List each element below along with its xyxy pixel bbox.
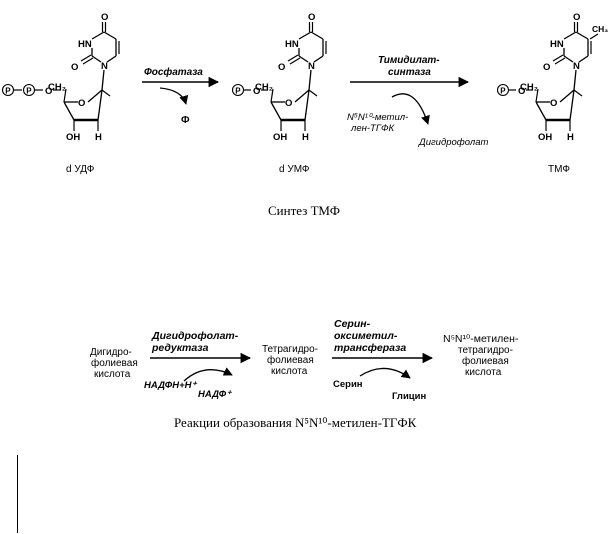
svg-text:O: O — [308, 12, 315, 23]
cofactor-nadph: НАДФН+Н⁺ — [144, 380, 197, 391]
cofactor-methylene-thfa-2: лен-ТГФК — [350, 123, 396, 134]
monophosphate-chain: P O — [231, 83, 268, 97]
svg-text:P: P — [5, 87, 11, 96]
product-phosphate: Ф — [181, 115, 190, 126]
svg-text:фолиевая: фолиевая — [462, 355, 509, 367]
enzyme-dhfr-2: редуктаза — [151, 342, 209, 354]
compound-dudp: d УДФ — [66, 164, 95, 175]
svg-text:HN: HN — [550, 39, 564, 50]
svg-text:OH: OH — [538, 132, 552, 143]
aa-serine: Серин — [333, 379, 363, 390]
svg-text:P: P — [26, 87, 32, 96]
atom-o: O — [71, 62, 78, 73]
aa-glycine: Глицин — [392, 391, 426, 402]
svg-text:P: P — [235, 87, 241, 96]
side-arrow-nadph — [183, 367, 233, 382]
caption-tmp-synthesis: Синтез ТМФ — [268, 203, 341, 218]
enzyme-shmt-3: трансфераза — [334, 342, 406, 354]
side-arrow-serine — [359, 367, 411, 379]
svg-text:O: O — [253, 86, 260, 97]
atom-ch2: CH₂ — [48, 82, 66, 93]
svg-text:O: O — [573, 12, 580, 23]
svg-text:CH₂: CH₂ — [520, 82, 538, 93]
svg-text:O: O — [285, 98, 292, 109]
intermediate-tetrahydrofolic-acid: Тетрагидро- фолиевая кислота — [262, 344, 318, 377]
svg-text:Тетрагидро-: Тетрагидро- — [262, 344, 318, 355]
svg-text:O: O — [45, 86, 52, 97]
atom-h: H — [95, 132, 102, 143]
cofactor-nadp: НАДФ⁺ — [198, 389, 232, 400]
diphosphate-chain: P P O — [1, 83, 61, 97]
substrate-dihydrofolic-acid: Дигидро- фолиевая кислота — [90, 347, 138, 380]
enzyme-dhfr-1: Дигидрофолат- — [151, 330, 239, 342]
svg-text:N⁵N¹⁰-метилен-: N⁵N¹⁰-метилен- — [443, 333, 519, 345]
tmp-synthesis-scheme: O HN O N O OH H CH₂ P P O d УДФ Фосфатаз… — [1, 12, 608, 175]
enzyme-shmt-1: Серин- — [334, 320, 371, 330]
enzyme-phosphatase: Фосфатаза — [144, 66, 203, 78]
svg-text:N: N — [573, 61, 580, 72]
svg-text:кислота: кислота — [271, 366, 308, 377]
svg-text:кислота: кислота — [94, 369, 131, 380]
svg-text:P: P — [500, 87, 506, 96]
svg-text:H: H — [567, 132, 574, 143]
svg-text:CH₂: CH₂ — [255, 82, 273, 93]
atom-n: N — [101, 61, 108, 72]
atom-o: O — [78, 98, 85, 109]
svg-text:Дигидро-: Дигидро- — [90, 347, 132, 358]
svg-text:O: O — [278, 62, 285, 73]
dudp-structure: O HN O N O OH H CH₂ — [48, 12, 121, 143]
product-methylene-thfa: N⁵N¹⁰-метилен- тетрагидро- фолиевая кисл… — [443, 333, 519, 378]
side-arrow-phosphate — [159, 87, 189, 105]
tmp-structure: O HN O N O OH H CH₂ CH₃ — [520, 12, 608, 143]
dump-structure: O HN O N O OH H CH₂ — [255, 12, 328, 143]
monophosphate-chain: P O — [496, 83, 533, 97]
svg-text:O: O — [550, 98, 557, 109]
caption-methylene-thfa: Реакции образования N⁵N¹⁰-метилен-ТГФК — [174, 415, 417, 430]
svg-text:кислота: кислота — [465, 367, 502, 378]
enzyme-shmt-2: оксиметил- — [334, 330, 398, 342]
side-arrow-cofactor — [391, 93, 430, 125]
compound-tmp: ТМФ — [548, 164, 570, 175]
svg-text:O: O — [518, 86, 525, 97]
margin-line — [17, 455, 18, 533]
svg-text:фолиевая: фолиевая — [267, 354, 314, 366]
atom-ch3: CH₃ — [592, 24, 608, 34]
svg-text:N: N — [308, 61, 315, 72]
svg-text:HN: HN — [285, 39, 299, 50]
atom-o: O — [101, 12, 108, 23]
svg-text:H: H — [302, 132, 309, 143]
svg-text:тетрагидро-: тетрагидро- — [458, 345, 513, 356]
enzyme-thymidylate-synthase-1: Тимидилат- — [378, 55, 440, 66]
compound-dump: d УМФ — [279, 164, 310, 175]
product-dihydrofolate: Дигидрофолат — [418, 137, 489, 148]
cofactor-methylene-thfa-1: N⁵N¹⁰-метил- — [347, 112, 408, 123]
svg-text:OH: OH — [273, 132, 287, 143]
atom-oh: OH — [66, 132, 80, 143]
svg-text:фолиевая: фолиевая — [91, 357, 138, 369]
enzyme-thymidylate-synthase-2: синтаза — [388, 67, 431, 78]
atom-hn: HN — [78, 39, 92, 50]
svg-text:O: O — [543, 62, 550, 73]
methylene-thfa-scheme: Дигидро- фолиевая кислота Дигидрофолат- … — [90, 320, 519, 402]
